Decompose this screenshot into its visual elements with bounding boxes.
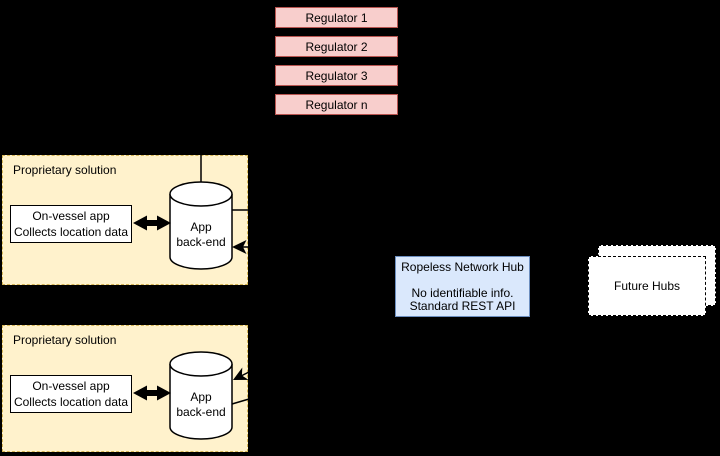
- regulator-label: Regulator 2: [305, 39, 368, 54]
- node-line: Collects location data: [13, 225, 129, 239]
- regulator-box-3: Regulator 3: [275, 65, 398, 86]
- hub-title: Ropeless Network Hub: [401, 260, 524, 274]
- regulator-box-n: Regulator n: [275, 94, 398, 115]
- future-hubs-node: Future Hubs: [588, 256, 706, 316]
- node-line: On-vessel app: [32, 379, 110, 393]
- regulator-box-2: Regulator 2: [275, 36, 398, 57]
- node-line: On-vessel app: [32, 209, 110, 223]
- regulator-label: Regulator 1: [305, 10, 368, 25]
- regulator-label: Regulator n: [305, 97, 368, 112]
- regulator-box-1: Regulator 1: [275, 7, 398, 28]
- group-label: Proprietary solution: [13, 333, 117, 347]
- backend-label-1: App back-end: [176, 220, 226, 249]
- on-vessel-app-node-1: On-vessel app Collects location data: [10, 205, 132, 243]
- regulator-label: Regulator 3: [305, 68, 368, 83]
- hub-line: No identifiable info.: [411, 286, 514, 300]
- hub-line: Standard REST API: [409, 299, 516, 313]
- future-hubs-label: Future Hubs: [613, 279, 681, 293]
- node-line: Collects location data: [13, 395, 129, 409]
- backend-label-2: App back-end: [176, 390, 226, 419]
- on-vessel-app-node-2: On-vessel app Collects location data: [10, 375, 132, 413]
- network-hub-node: Ropeless Network Hub No identifiable inf…: [395, 256, 530, 317]
- group-label: Proprietary solution: [13, 163, 117, 177]
